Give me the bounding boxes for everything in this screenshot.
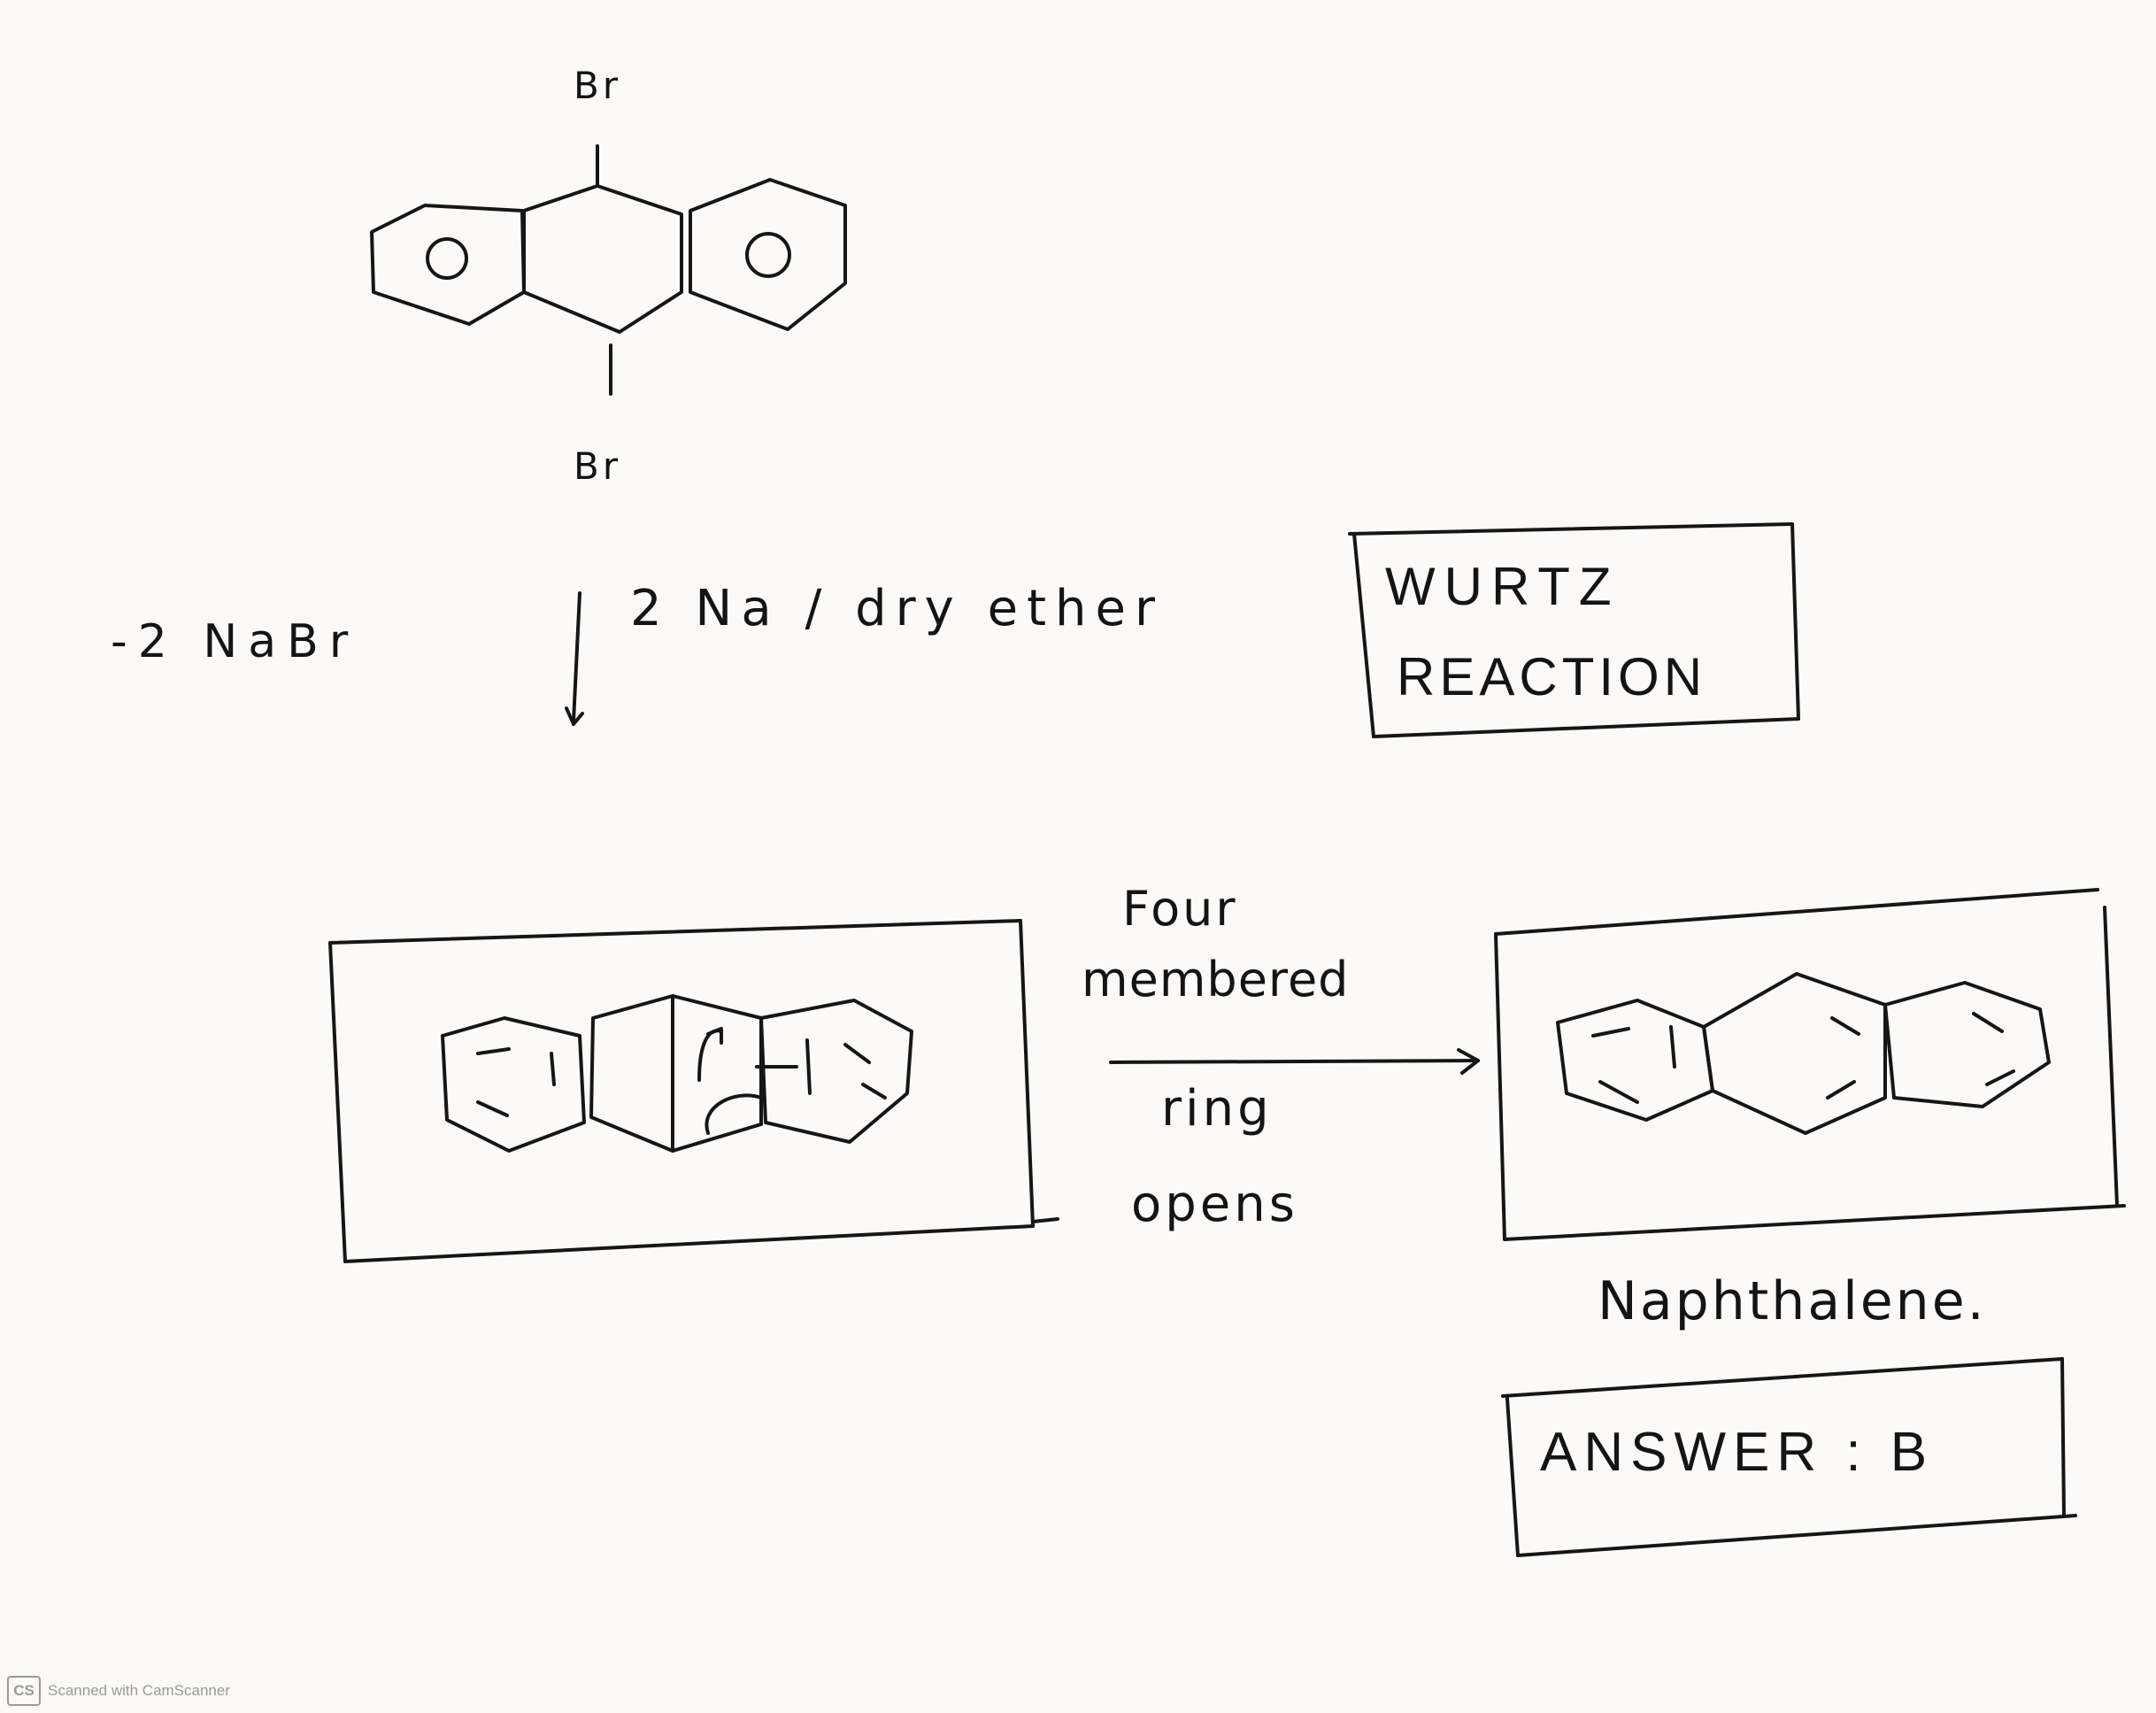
intermediate-box bbox=[328, 919, 1059, 1263]
right-aromatic-ring bbox=[689, 178, 847, 331]
bromine-label-top: Br bbox=[574, 64, 622, 107]
conversion-label-ring: ring bbox=[1161, 1080, 1273, 1138]
byproduct-label: -2 NaBr bbox=[111, 615, 359, 668]
bromine-label-bottom: Br bbox=[574, 444, 622, 488]
camscanner-logo-icon: CS bbox=[7, 1676, 41, 1706]
conversion-label-four: Four bbox=[1122, 881, 1238, 937]
reaction-name-line2: REACTION bbox=[1397, 647, 1707, 706]
scanner-watermark: CS Scanned with CamScanner bbox=[7, 1676, 230, 1706]
right-aromatic-circle bbox=[745, 232, 791, 278]
intermediate-left-ring bbox=[441, 1016, 586, 1153]
reagent-label: 2 Na / dry ether bbox=[630, 580, 1164, 637]
product-right-ring bbox=[1883, 981, 2051, 1108]
reaction-arrow bbox=[565, 591, 584, 726]
product-box bbox=[1494, 888, 2126, 1241]
left-aromatic-ring bbox=[370, 204, 526, 326]
intermediate-structure bbox=[441, 994, 913, 1153]
watermark-text: Scanned with CamScanner bbox=[48, 1682, 231, 1699]
answer-box bbox=[1501, 1357, 2077, 1557]
conversion-arrow bbox=[1109, 1048, 1480, 1075]
product-middle-ring bbox=[1702, 972, 1887, 1135]
intermediate-middle-ring bbox=[589, 994, 763, 1153]
left-aromatic-circle bbox=[426, 237, 468, 280]
electron-arrow-top bbox=[697, 1029, 723, 1082]
conversion-label-opens: opens bbox=[1131, 1176, 1298, 1233]
conversion-label-membered: membered bbox=[1082, 952, 1350, 1007]
central-ring bbox=[522, 184, 683, 334]
electron-arrow-bottom bbox=[705, 1093, 763, 1135]
product-structure bbox=[1556, 972, 2051, 1135]
starting-compound-structure bbox=[370, 144, 847, 396]
reaction-name-box bbox=[1348, 522, 1800, 738]
product-name: Naphthalene. bbox=[1598, 1270, 1987, 1332]
answer-text: ANSWER : B bbox=[1540, 1422, 1935, 1483]
intermediate-right-ring bbox=[759, 999, 913, 1144]
reaction-name-line1: WURTZ bbox=[1385, 557, 1621, 616]
